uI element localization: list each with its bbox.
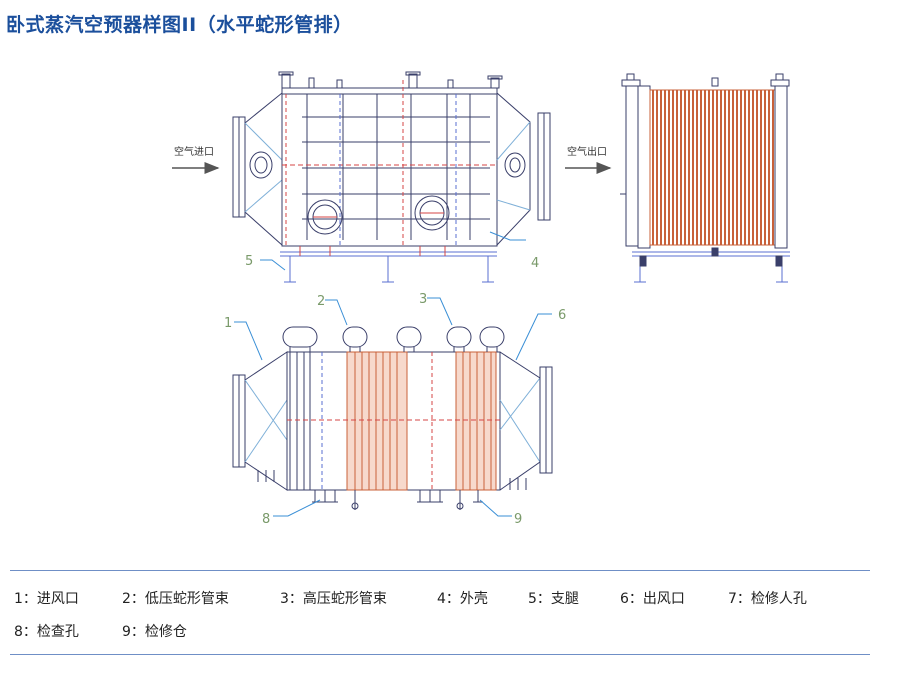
legend-item: 4：外壳 bbox=[437, 591, 488, 607]
callout-number: 2 bbox=[317, 294, 325, 309]
legend-item: 3：高压蛇形管束 bbox=[280, 591, 387, 607]
legend-item: 2：低压蛇形管束 bbox=[122, 591, 229, 607]
callout-number: 5 bbox=[245, 254, 253, 269]
header-loops bbox=[282, 326, 505, 352]
manhole-icon bbox=[414, 195, 450, 231]
legend-item: 8：检查孔 bbox=[14, 624, 79, 640]
inspection-hole-icon bbox=[504, 152, 526, 178]
engineering-drawing: 空气进口 空气出口 bbox=[172, 71, 790, 527]
bottom-nozzles bbox=[312, 490, 483, 510]
panel-grid bbox=[302, 94, 490, 240]
inspection-hole-icon bbox=[249, 151, 273, 179]
legend-item: 6：出风口 bbox=[620, 591, 685, 607]
callout-number: 3 bbox=[419, 292, 427, 307]
manhole-icon bbox=[307, 199, 343, 235]
callout-number: 8 bbox=[262, 512, 270, 527]
legend-top-rule bbox=[10, 570, 870, 571]
legend-item: 9：检修仓 bbox=[122, 624, 187, 640]
page-title: 卧式蒸汽空预器样图II（水平蛇形管排） bbox=[6, 14, 353, 36]
legend-item: 7：检修人孔 bbox=[728, 591, 807, 607]
casing bbox=[281, 87, 498, 247]
legend-item: 5：支腿 bbox=[528, 591, 579, 607]
outlet-label: 空气出口 bbox=[567, 145, 607, 158]
plan-view bbox=[232, 326, 553, 510]
end-view bbox=[620, 73, 790, 283]
legend-item: 1：进风口 bbox=[14, 591, 79, 607]
bottom-nozzles bbox=[299, 246, 446, 256]
legend-bottom-rule bbox=[10, 654, 870, 655]
side-view bbox=[172, 71, 612, 283]
callout-number: 1 bbox=[224, 316, 232, 331]
callout-number: 9 bbox=[514, 512, 522, 527]
callout-number: 4 bbox=[531, 256, 539, 271]
support-legs bbox=[280, 251, 497, 283]
callout-leaders bbox=[234, 231, 552, 517]
outlet-hood bbox=[496, 92, 531, 246]
top-nozzles bbox=[278, 71, 503, 89]
tube-bank bbox=[649, 89, 776, 246]
inlet-label: 空气进口 bbox=[174, 145, 214, 158]
low-pressure-bundle bbox=[346, 351, 408, 491]
callout-number: 6 bbox=[558, 308, 566, 323]
high-pressure-bundle bbox=[455, 351, 497, 491]
